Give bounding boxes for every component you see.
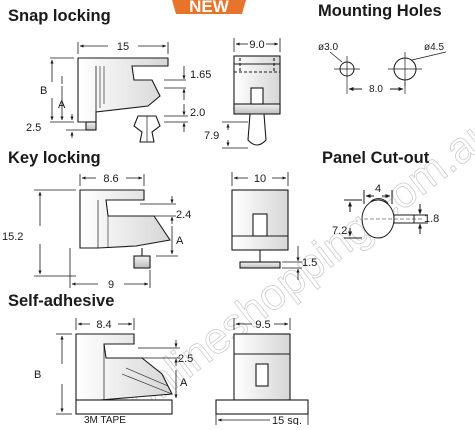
mounting-holes-title: Mounting Holes (318, 2, 442, 20)
key-top-width-label: 8.6 (103, 173, 118, 185)
snap-side-dims (222, 38, 281, 149)
adhesive-tape-label: 3M TAPE (84, 415, 126, 425)
key-side-dims (231, 172, 302, 280)
new-badge-text: NEW (189, 0, 230, 16)
key-front-dims (34, 174, 178, 288)
self-adhesive-front-dims (56, 318, 180, 415)
snap-locking-front-view (77, 57, 169, 143)
key-locking-title: Key locking (8, 149, 101, 167)
cutout-height-label: 7.2 (332, 225, 347, 237)
key-height-a-label: A (176, 235, 184, 247)
snap-locking-side-view (233, 55, 281, 146)
snap-locking-title: Snap locking (8, 7, 111, 25)
self-adhesive-front-view (75, 333, 173, 415)
adhesive-side-width-label: 9.5 (255, 319, 270, 331)
snap-height-b-label: B (40, 85, 47, 97)
new-badge: NEW (172, 0, 246, 16)
adhesive-height-b-label: B (34, 369, 41, 381)
snap-height-a-label: A (58, 99, 66, 111)
large-hole-label: ø4.5 (424, 42, 444, 53)
snap-side-height-label: 7.9 (204, 130, 219, 142)
key-height-label-small: 1.5 (302, 257, 317, 269)
self-adhesive-side-dims (215, 318, 309, 425)
snap-side-width-label: 9.0 (249, 39, 264, 51)
self-adhesive-title: Self-adhesive (8, 292, 114, 310)
cutout-slot-label: 1.8 (424, 213, 439, 225)
adhesive-step-label: 2.5 (178, 353, 193, 365)
key-bottom-width-label: 9 (108, 279, 114, 291)
small-hole-label: ø3.0 (318, 42, 338, 53)
snap-locking-front-dims (50, 42, 188, 138)
snap-width-label: 15 (117, 41, 129, 53)
key-side-width-label: 10 (254, 173, 266, 185)
self-adhesive-side-view (215, 333, 309, 415)
snap-top-gap-label: 1.65 (190, 69, 211, 81)
panel-cutout-diagram (344, 190, 428, 239)
mounting-holes-diagram (329, 51, 447, 94)
panel-cutout-title: Panel Cut-out (322, 149, 430, 167)
adhesive-base-size-label: 15 sq. (272, 415, 302, 425)
key-step-label: 2.4 (176, 209, 191, 221)
snap-base-label: 2.5 (26, 122, 41, 134)
hole-spacing-label: 8.0 (369, 84, 383, 95)
adhesive-height-a-label: A (180, 377, 188, 389)
key-locking-side-view (231, 189, 289, 269)
key-height-label: 15.2 (2, 231, 23, 243)
adhesive-top-width-label: 8.4 (96, 319, 111, 331)
cutout-width-label: 4 (375, 183, 381, 195)
snap-pin-gap-label: 2.0 (190, 107, 205, 119)
